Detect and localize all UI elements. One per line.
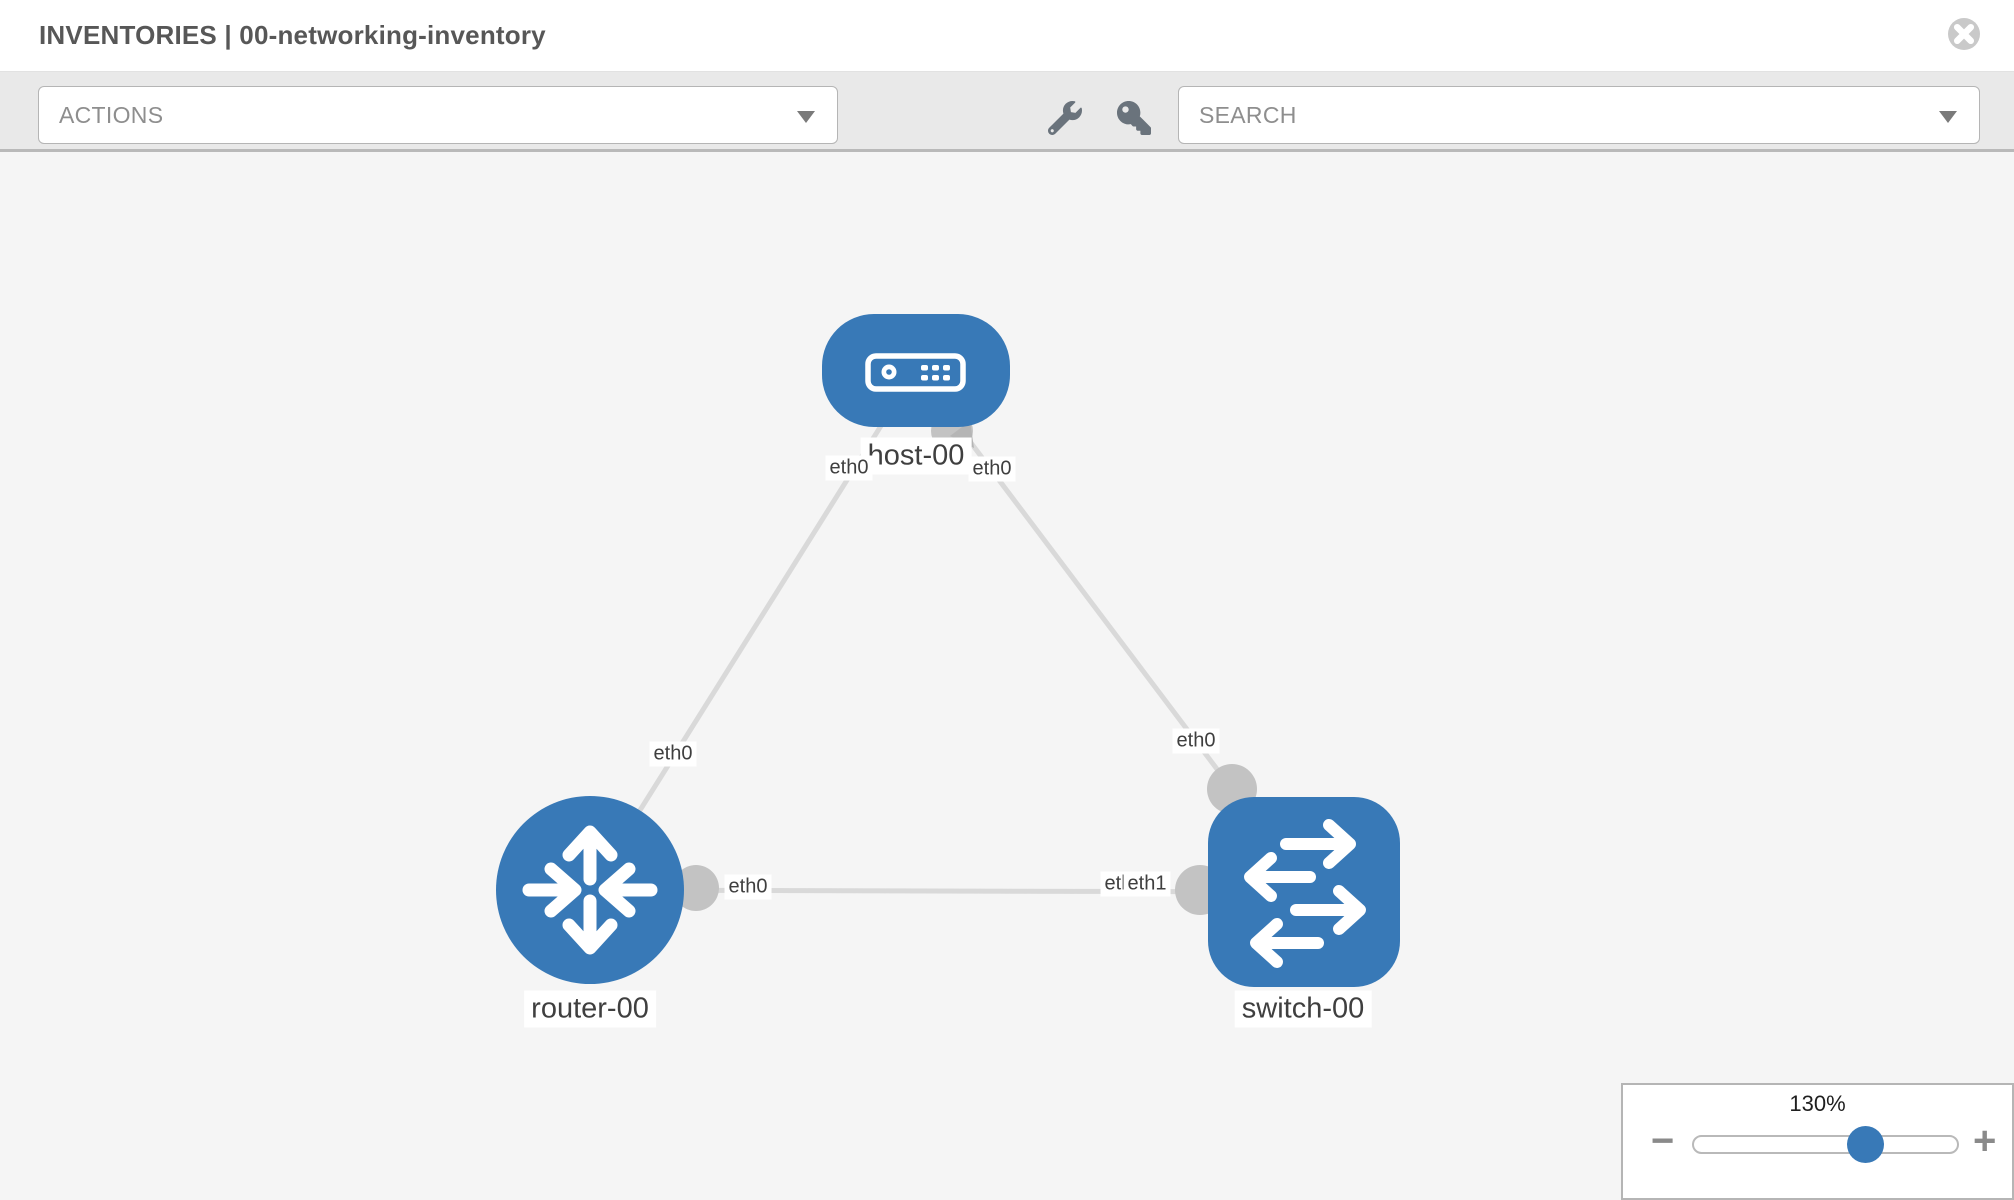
page-title: INVENTORIES | 00-networking-inventory [39, 20, 546, 50]
search-dropdown-label: SEARCH [1199, 102, 1297, 128]
close-icon [1948, 18, 1980, 50]
switch-icon [1244, 819, 1366, 968]
host-icon [865, 353, 966, 392]
node-switch[interactable] [1208, 797, 1400, 987]
interface-label: eth0 [649, 741, 697, 767]
actions-dropdown-label: ACTIONS [59, 102, 164, 128]
zoom-level-value: 130% [1789, 1091, 1846, 1116]
zoom-out-button[interactable]: − [1651, 1119, 1675, 1163]
credentials-button[interactable] [1112, 96, 1156, 140]
topology-canvas[interactable]: host-00 eth0 eth0 eth0 eth0 eth0 eth0 et… [0, 152, 2014, 1200]
interface-label: eth0 [968, 456, 1016, 482]
close-button[interactable] [1945, 15, 1983, 53]
interface-label: eth0 [1172, 728, 1220, 754]
page-header: INVENTORIES | 00-networking-inventory [0, 0, 2014, 72]
zoom-slider-thumb[interactable] [1847, 1126, 1884, 1163]
interface-label: eth0 [825, 455, 873, 481]
node-label-host[interactable]: host-00 [860, 437, 972, 475]
toolbar: ACTIONS SEARCH [0, 72, 2014, 152]
search-dropdown[interactable]: SEARCH [1178, 86, 1980, 144]
zoom-in-button[interactable]: + [1973, 1119, 1997, 1163]
interface-label: eth1 [1123, 871, 1171, 897]
node-router[interactable] [496, 796, 684, 984]
node-label-switch[interactable]: switch-00 [1234, 990, 1372, 1028]
configure-button[interactable] [1043, 96, 1087, 140]
port-router-eth0[interactable] [673, 865, 719, 911]
wrench-icon [1048, 101, 1082, 135]
zoom-control-panel: 130% − + [1621, 1083, 2014, 1200]
key-icon [1117, 101, 1151, 135]
node-label-router[interactable]: router-00 [524, 990, 656, 1028]
actions-dropdown[interactable]: ACTIONS [38, 86, 838, 144]
router-icon [522, 825, 658, 955]
interface-label: eth0 [724, 874, 772, 900]
zoom-slider[interactable] [1692, 1135, 1959, 1154]
chevron-down-icon [797, 111, 815, 123]
chevron-down-icon [1939, 111, 1957, 123]
node-host[interactable] [822, 314, 1010, 427]
